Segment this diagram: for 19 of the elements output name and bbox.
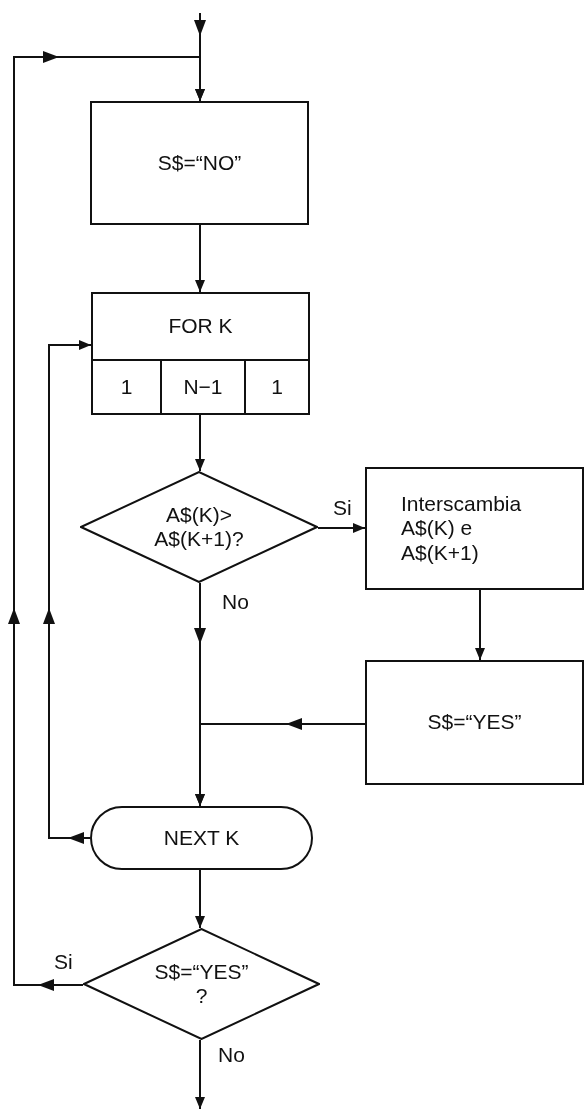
decision-diamond — [83, 928, 320, 1040]
node-text: FOR K — [167, 314, 234, 339]
process-box — [365, 467, 584, 590]
terminal-box — [90, 806, 313, 870]
node-text: A$(K)> A$(K+1)? — [153, 502, 245, 552]
node-text: S$=“YES” ? — [153, 959, 250, 1009]
node-text: N−1 — [183, 374, 223, 400]
process-box — [365, 660, 584, 785]
node-text: S$=“NO” — [157, 150, 242, 176]
loop-parameter-cell — [160, 359, 244, 413]
loop-parameter-cell — [244, 359, 308, 413]
node-text: 1 — [271, 374, 283, 400]
node-text: NEXT K — [163, 825, 240, 851]
node-text: 1 — [120, 374, 133, 400]
loop-box — [91, 292, 310, 415]
node-text: S$=“YES” — [427, 710, 522, 735]
decision-diamond — [80, 471, 318, 583]
process-box — [90, 101, 309, 225]
node-text: Interscambia A$(K) e A$(K+1) — [401, 492, 523, 565]
